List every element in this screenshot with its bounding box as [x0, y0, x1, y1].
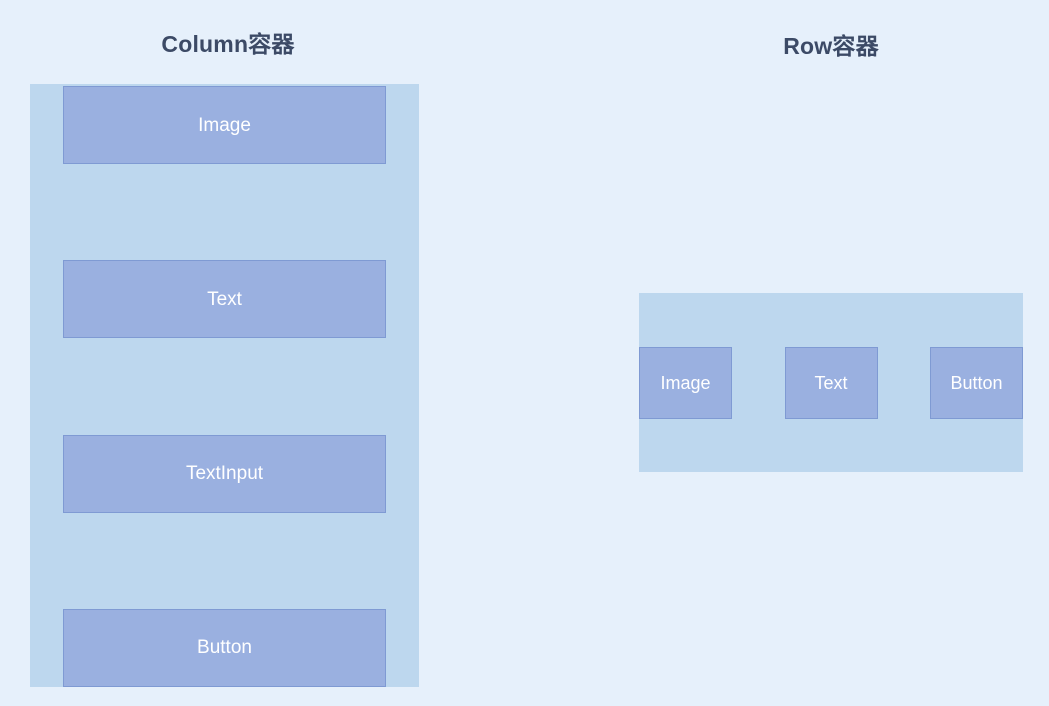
row-item-image-label: Image [660, 372, 711, 393]
column-item-button[interactable]: Button [63, 608, 386, 687]
column-container: Image Text TextInput Button [30, 84, 419, 687]
row-panel-title: Row容器 [783, 33, 879, 59]
column-item-text[interactable]: Text [63, 260, 386, 339]
column-item-textinput[interactable]: TextInput [63, 434, 386, 513]
row-item-image[interactable]: Image [639, 346, 732, 419]
row-item-button-label: Button [950, 372, 1003, 393]
column-item-textinput-label: TextInput [185, 463, 264, 485]
row-item-button[interactable]: Button [930, 346, 1023, 419]
row-container: Image Text Button [639, 293, 1023, 472]
column-item-image-label: Image [198, 114, 251, 136]
column-item-image[interactable]: Image [63, 86, 386, 164]
row-item-text[interactable]: Text [784, 346, 878, 419]
column-panel-title: Column容器 [161, 31, 295, 57]
column-item-button-label: Button [197, 637, 252, 659]
column-item-text-label: Text [207, 288, 242, 310]
row-item-text-label: Text [814, 372, 848, 393]
